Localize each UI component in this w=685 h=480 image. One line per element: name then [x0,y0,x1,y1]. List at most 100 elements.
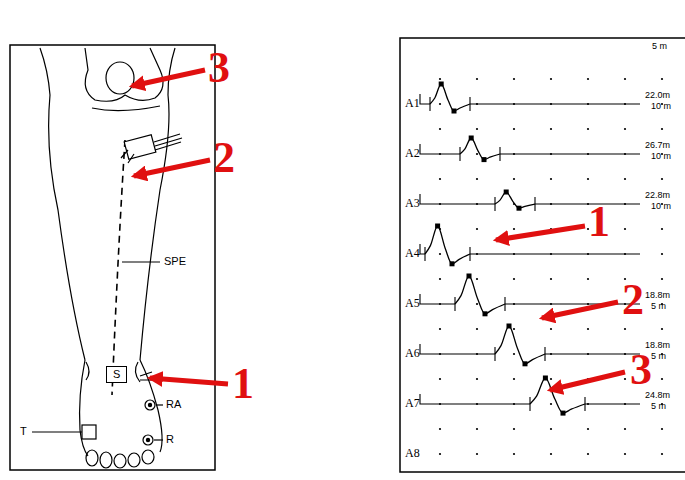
grid-dot [624,453,626,455]
trace-baseline [420,194,495,204]
grid-dot [661,228,663,230]
scale-label: 5 m [652,42,667,51]
grid-dot [476,378,478,380]
leader-line [154,439,163,440]
stimulator-box: S [106,366,127,383]
grid-dot [587,328,589,330]
trace-baseline [535,203,640,204]
pointer-arrow [134,160,210,176]
peak-marker [482,157,487,162]
latency-marker [504,297,505,311]
grid-dot [513,78,515,80]
grid-dot [476,328,478,330]
ground-electrode [82,425,96,439]
trace-baseline [420,244,425,254]
electrode-label: R [166,434,174,445]
grid-dot [513,228,515,230]
grid-dot [513,353,515,355]
latency-marker [534,197,535,211]
grid-dot [587,278,589,280]
grid-dot [550,278,552,280]
trace-name: A6 [405,347,420,359]
grid-dot [476,128,478,130]
grid-dot [624,378,626,380]
grid-dot [476,278,478,280]
latency-marker [529,397,530,411]
grid-dot [661,278,663,280]
pointer-arrow [542,302,618,318]
scale-label: 10 m [651,202,671,211]
trace-baseline [585,403,640,404]
latency-marker [494,197,495,211]
grid-dot [624,78,626,80]
grid-dot [476,228,478,230]
peak-marker [452,109,457,114]
trace-baseline [470,103,640,104]
scale-label: 10 m [651,102,671,111]
peak-marker [450,261,455,266]
grid-dot [587,128,589,130]
trace-baseline [420,94,430,104]
grid-dot [661,453,663,455]
latency-value: 22.8m [645,191,670,200]
trace-name: A7 [405,397,420,409]
trace [420,324,640,367]
trace-wave [455,276,505,314]
trace-name: A1 [405,97,420,109]
grid-dot [439,378,441,380]
knee-stimulator [121,134,182,163]
peak-marker [469,136,474,141]
grid-dots [439,78,663,455]
latency-marker [544,347,545,361]
grid-dot [439,278,441,280]
pointer-arrows [132,70,625,390]
pointer-arrow [496,226,585,240]
trace-baseline [420,344,495,354]
grid-dot [661,253,663,255]
pointer-arrow [132,70,205,86]
trace-baseline [420,294,455,304]
scale-label: 10 m [651,152,671,161]
latency-marker [584,397,585,411]
latency-value: 26.7m [645,141,670,150]
scale-label: 5 m [651,352,666,361]
electrode-label: T [20,426,27,437]
grid-dot [661,78,663,80]
grid-dot [624,228,626,230]
leader-line [32,431,82,432]
grid-dot [476,153,478,155]
trace-name: A8 [405,447,420,459]
callout-number: 1 [588,200,610,244]
waveform-traces [420,82,640,416]
peak-marker [517,206,522,211]
latency-value: 24.8m [645,391,670,400]
nerve-label: SPE [164,256,186,267]
grid-dot [513,428,515,430]
callout-number: 2 [213,136,235,180]
leg-illustration [32,48,182,468]
grid-dot [624,178,626,180]
trace-name: A5 [405,297,420,309]
scale-label: 5 m [651,302,666,311]
grid-dot [661,128,663,130]
grid-dot [513,378,515,380]
latency-marker [469,97,470,111]
callout-number: 3 [630,348,652,392]
trace-wave [495,326,545,364]
trace-wave [460,138,500,160]
peak-marker [561,411,566,416]
pointer-arrow [550,372,625,390]
trace-baseline [470,253,640,254]
grid-dot [476,78,478,80]
peak-marker [543,376,548,381]
trace-baseline [545,353,640,354]
callout-number: 1 [232,362,254,406]
grid-dot [439,253,441,255]
callout-number: 3 [208,46,230,90]
grid-dot [550,178,552,180]
grid-dot [624,328,626,330]
grid-dot [476,453,478,455]
grid-dot [439,178,441,180]
trace-name: A3 [405,197,420,209]
